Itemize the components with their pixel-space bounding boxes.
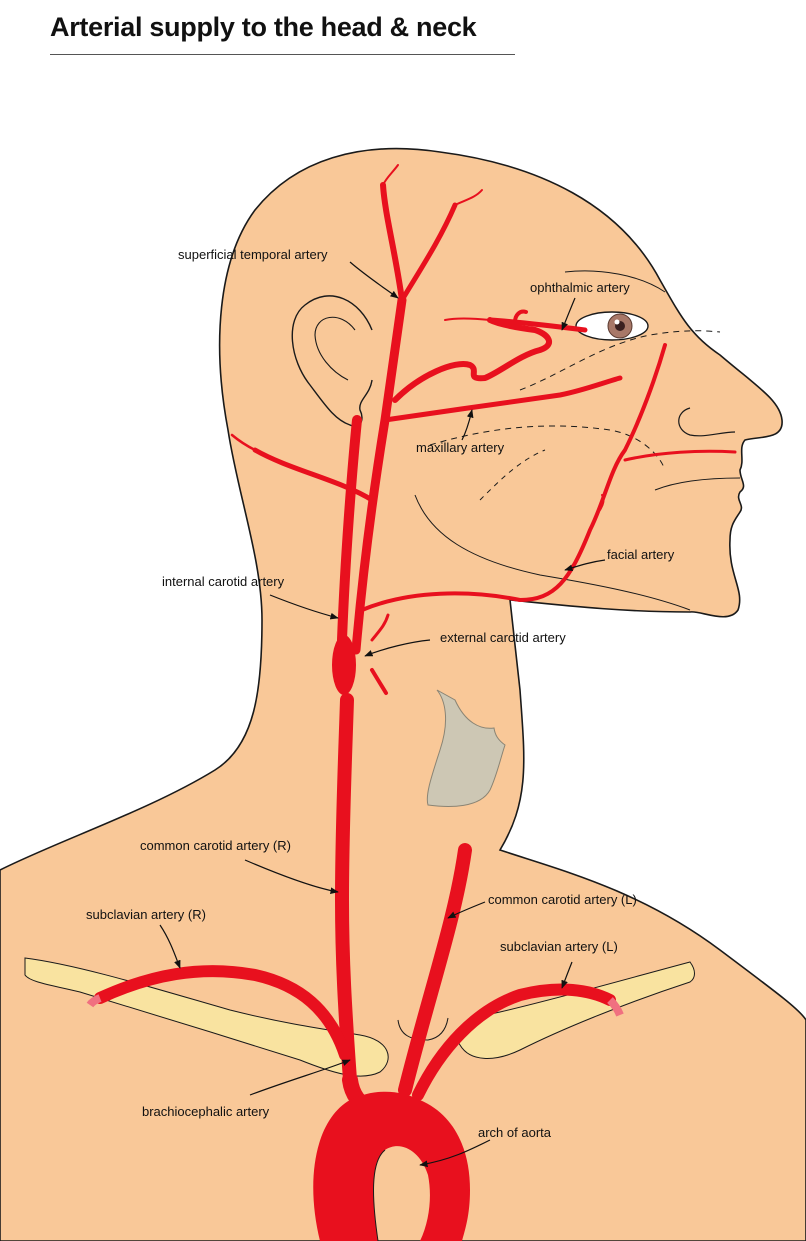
arrow-subclavian-l (561, 961, 573, 989)
arteries (94, 164, 737, 1118)
label-arch-of-aorta: arch of aorta (478, 1125, 552, 1140)
artery-ophthalmic (487, 317, 588, 333)
nostril (678, 407, 736, 437)
ear-outline (291, 295, 373, 427)
subclavian-r-fade (86, 994, 102, 1008)
arrow-brachiocephalic (249, 1059, 351, 1096)
label-subclavian-l: subclavian artery (L) (500, 939, 618, 954)
artery-occipital (252, 447, 375, 503)
zygomatic-dashed-line (519, 330, 721, 391)
artery-external-carotid (351, 295, 407, 655)
label-internal-carotid: internal carotid artery (162, 574, 285, 589)
artery-common-carotid-r (335, 693, 357, 1087)
arrow-superficial-temporal (349, 261, 399, 299)
label-external-carotid: external carotid artery (440, 630, 566, 645)
label-brachiocephalic: brachiocephalic artery (142, 1104, 270, 1119)
label-common-carotid-r: common carotid artery (R) (140, 838, 291, 853)
artery-subclavian-l (412, 983, 616, 1101)
artery-facial (360, 343, 667, 612)
arrow-facial (564, 559, 606, 571)
figure-title: Arterial supply to the head & neck (50, 12, 477, 42)
arrow-subclavian-r (159, 924, 181, 969)
label-superficial-temporal: superficial temporal artery (178, 247, 328, 262)
cheek-dashed-line-lower (479, 449, 546, 501)
jaw-line (414, 494, 691, 611)
label-facial: facial artery (607, 547, 675, 562)
artery-common-carotid-l (398, 843, 472, 1097)
eye-highlight (614, 319, 620, 325)
subclavian-l-fade (607, 997, 624, 1017)
arrow-ophthalmic (561, 297, 576, 331)
label-common-carotid-l: common carotid artery (L) (488, 892, 637, 907)
leader-arrows (159, 261, 606, 1168)
carotid-bulb (332, 635, 356, 695)
artery-superficial-temporal (380, 182, 405, 303)
label-maxillary: maxillary artery (416, 440, 505, 455)
arrow-maxillary (461, 409, 474, 441)
arrow-external-carotid (364, 639, 431, 657)
sternal-notch (397, 1017, 449, 1041)
clavicle-left (457, 961, 695, 1059)
aortic-arch (313, 1091, 470, 1241)
thyroid-cartilage (426, 689, 506, 807)
arrow-common-carotid-r (244, 859, 339, 895)
arrow-arch-of-aorta (419, 1139, 491, 1168)
title-underline (50, 54, 515, 55)
artery-internal-carotid (337, 415, 362, 645)
eyebrow (564, 270, 666, 293)
label-ophthalmic: ophthalmic artery (530, 280, 630, 295)
ear-inner (314, 316, 356, 381)
artery-subclavian-r (94, 965, 351, 1061)
aortic-arch-inner-line (373, 1149, 386, 1241)
arrow-common-carotid-l (447, 901, 486, 919)
mouth-line (654, 477, 741, 491)
label-subclavian-r: subclavian artery (R) (86, 907, 206, 922)
arrow-internal-carotid (269, 594, 339, 620)
artery-maxillary (382, 375, 623, 423)
cheek-dashed-line (429, 425, 666, 471)
